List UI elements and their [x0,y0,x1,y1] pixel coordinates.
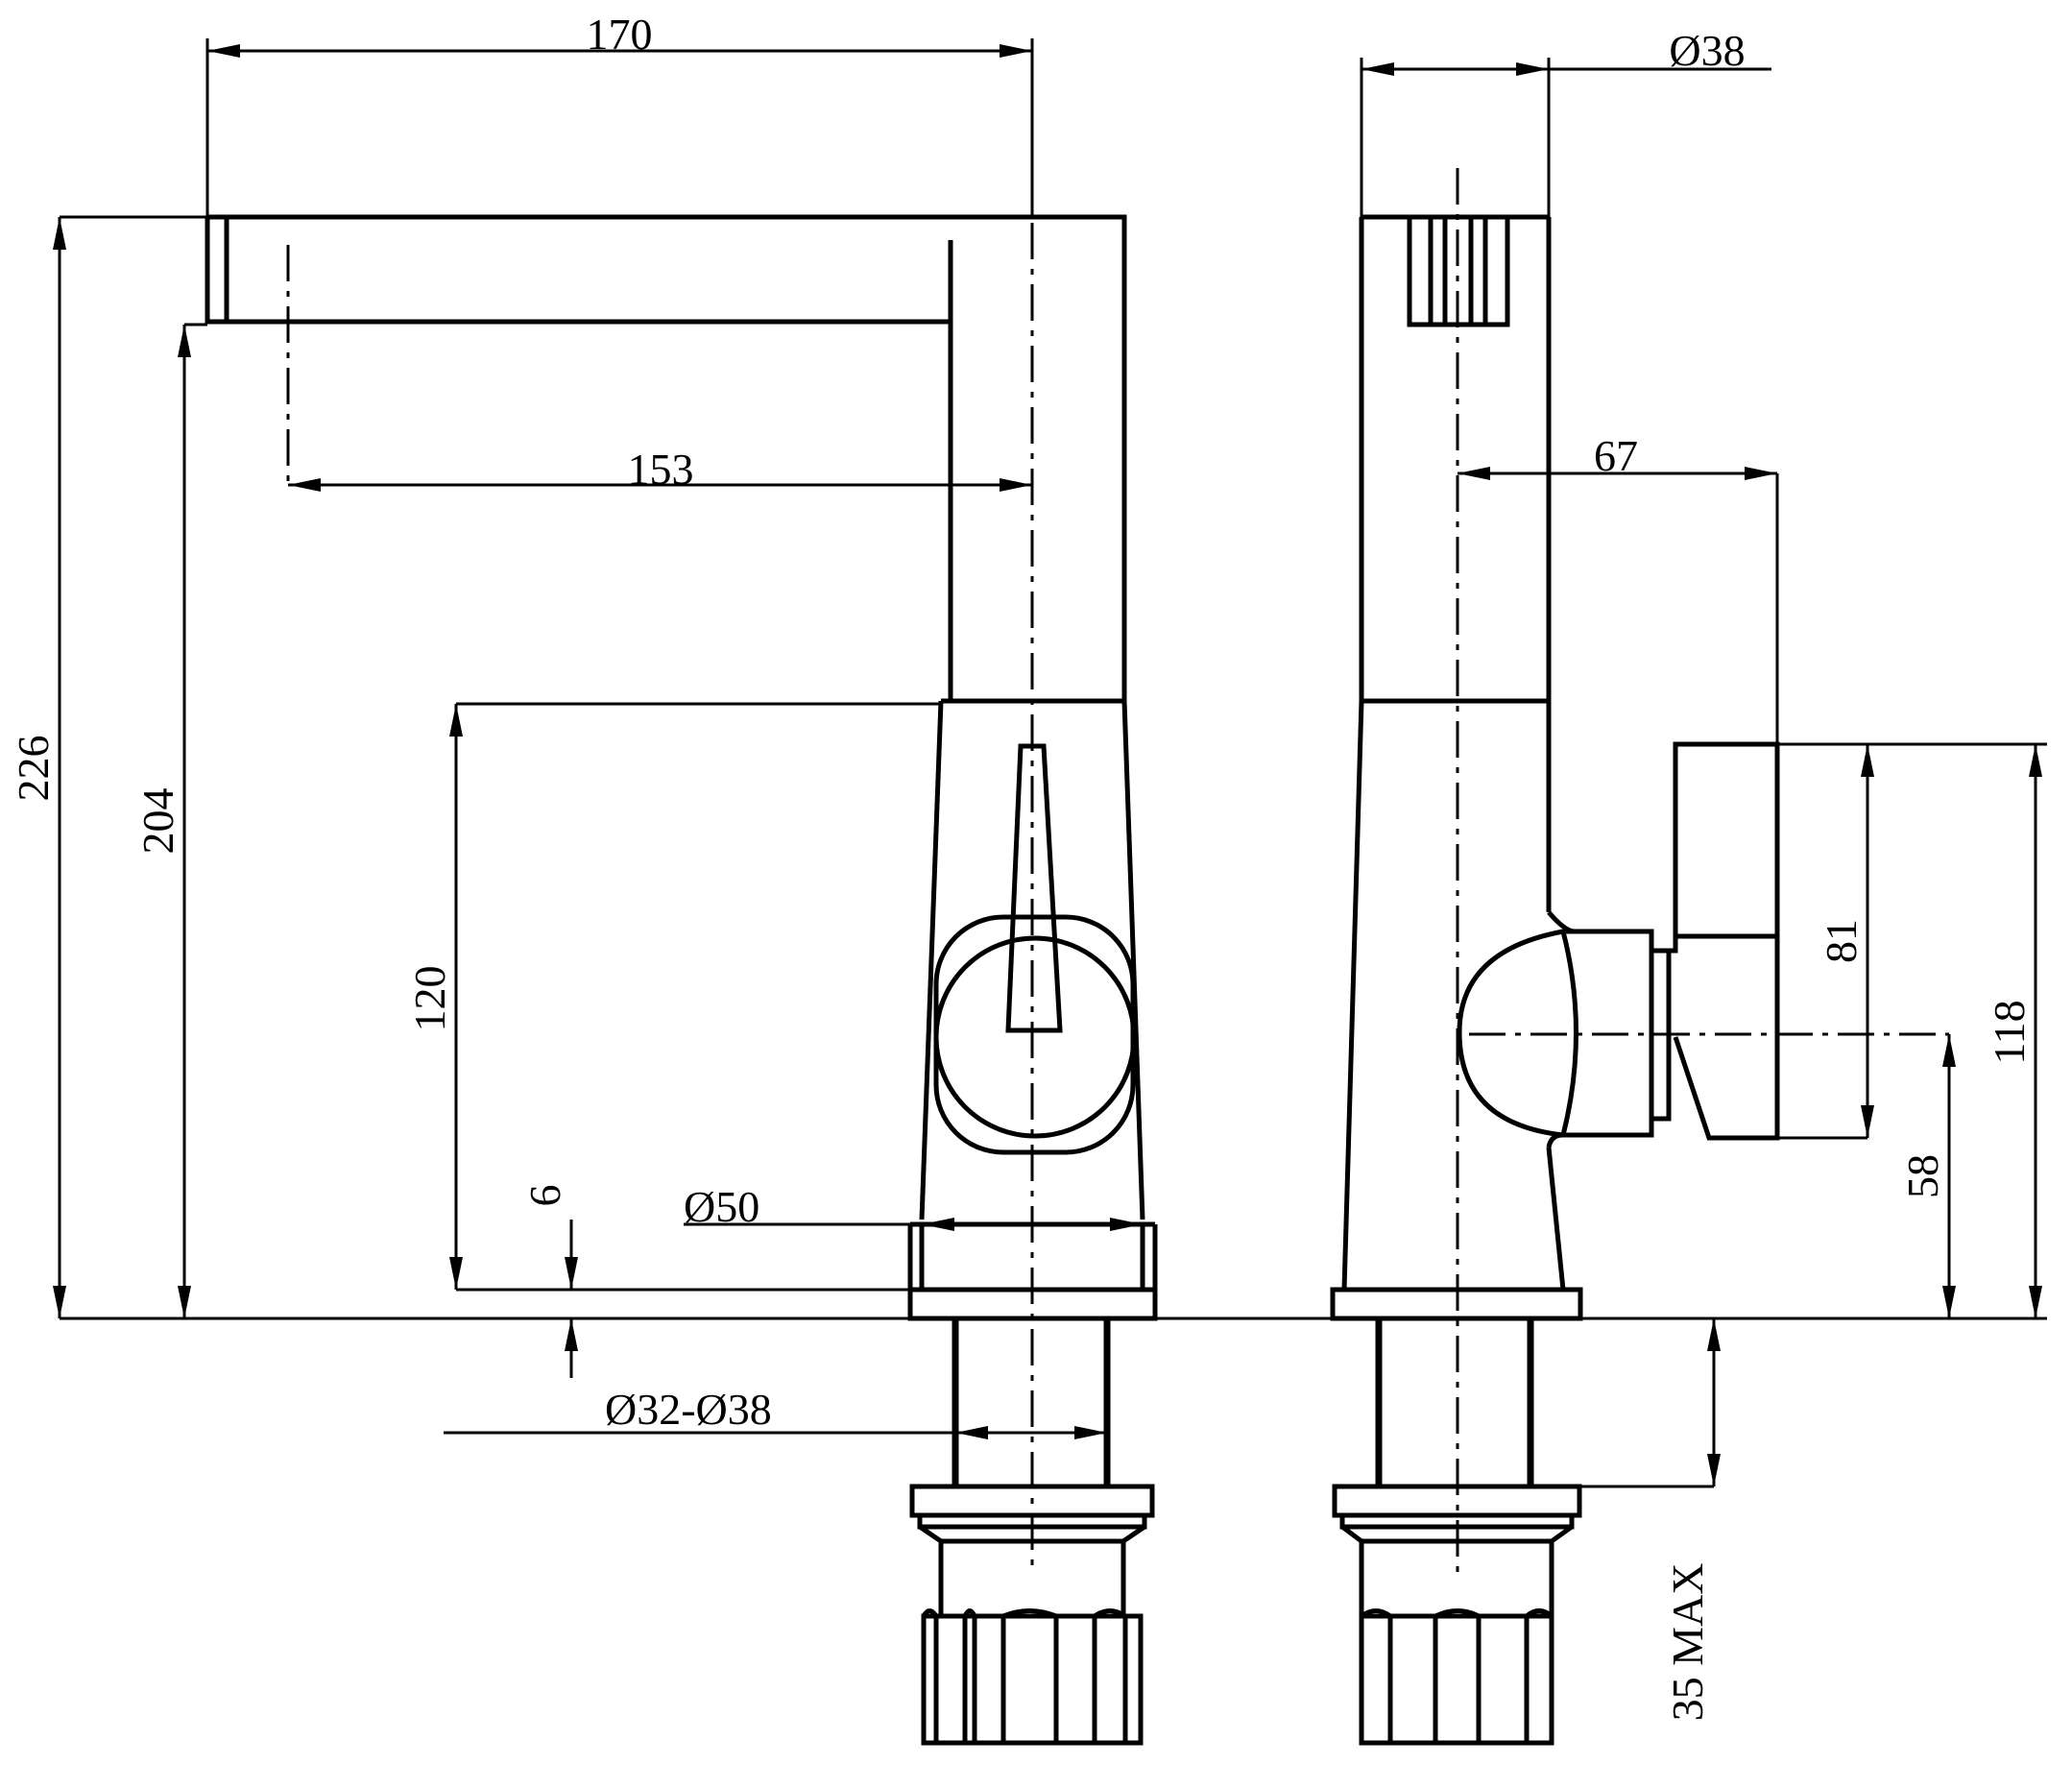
dim-spout-height [182,323,207,1318]
arrowhead [53,217,66,250]
arrowhead [1000,44,1032,58]
side-tube [1359,214,1552,704]
front-cartridge-disc [933,935,1137,1139]
label-spout-height: 204 [133,788,182,855]
arrowhead [1458,467,1490,480]
arrowhead [1361,62,1394,76]
arrowhead [2029,1286,2042,1318]
label-handle-top: 118 [1985,1000,2034,1064]
arrowhead [1861,744,1874,777]
arrowhead [565,1257,578,1290]
arrowhead [565,1318,578,1351]
arrowhead [449,704,463,737]
label-max-thickness: 35 MAX [1663,1563,1712,1722]
arrowhead [178,325,191,357]
side-cartridge-dome [1457,910,1576,1148]
arrowhead [207,44,240,58]
front-lever [1005,743,1063,1033]
label-total-height: 226 [9,736,58,802]
label-spout-width: 170 [587,10,653,59]
dimensions: 170 153 226 204 120 6 Ø50 [9,10,2047,1721]
arrowhead [1000,478,1032,492]
arrowhead [1942,1034,1956,1067]
label-handle-axis: 58 [1898,1154,1947,1198]
side-fitting-ribs [1387,1616,1530,1743]
front-fitting-rib-caps [921,1608,1127,1619]
arrowhead [1707,1318,1721,1351]
arrowhead [1516,62,1549,76]
arrowhead [922,1218,954,1231]
label-lever-height: 120 [405,966,454,1032]
front-nut [909,1484,1155,1616]
arrowhead [1861,1105,1874,1138]
label-body-dia: Ø38 [1669,26,1745,75]
arrowhead [53,1286,66,1318]
label-spout-reach: 153 [628,445,694,494]
dim-max-thickness [1579,1318,1716,1488]
arrowhead [178,1286,191,1318]
dim-lever-height [454,702,941,1292]
arrowhead [1707,1454,1721,1486]
front-spout [205,214,1127,701]
label-base-dia: Ø50 [684,1182,759,1231]
label-shank-dia: Ø32-Ø38 [605,1385,772,1434]
side-view [1330,168,1949,1746]
side-fitting-rib-caps [1360,1608,1554,1619]
arrowhead [449,1257,463,1290]
front-view [205,38,1158,1746]
arrowhead [1074,1426,1107,1439]
arrowhead [2029,744,2042,777]
front-fitting-ribs [933,1616,1128,1743]
dim-total-height [58,215,207,1318]
label-handle-height: 81 [1817,919,1866,963]
side-body [1341,700,1566,1291]
arrowhead [1942,1286,1956,1318]
dim-handle-offset [1458,471,1779,744]
dim-body-dia [1360,58,1771,217]
front-cartridge-housing [933,914,1136,1155]
dim-handle-height [1777,742,2047,1140]
label-handle-offset: 67 [1594,431,1638,480]
front-fitting [921,1613,1144,1746]
front-shank [952,1318,1111,1486]
arrowhead [1745,467,1777,480]
arrowhead [288,478,321,492]
side-shank [1375,1318,1534,1486]
side-fitting [1359,1613,1554,1746]
label-base-step: 6 [520,1185,569,1207]
side-handle [1669,741,1780,1141]
arrowhead [955,1426,988,1439]
arrowhead [1110,1218,1143,1231]
dim-spout-width [205,38,1034,217]
